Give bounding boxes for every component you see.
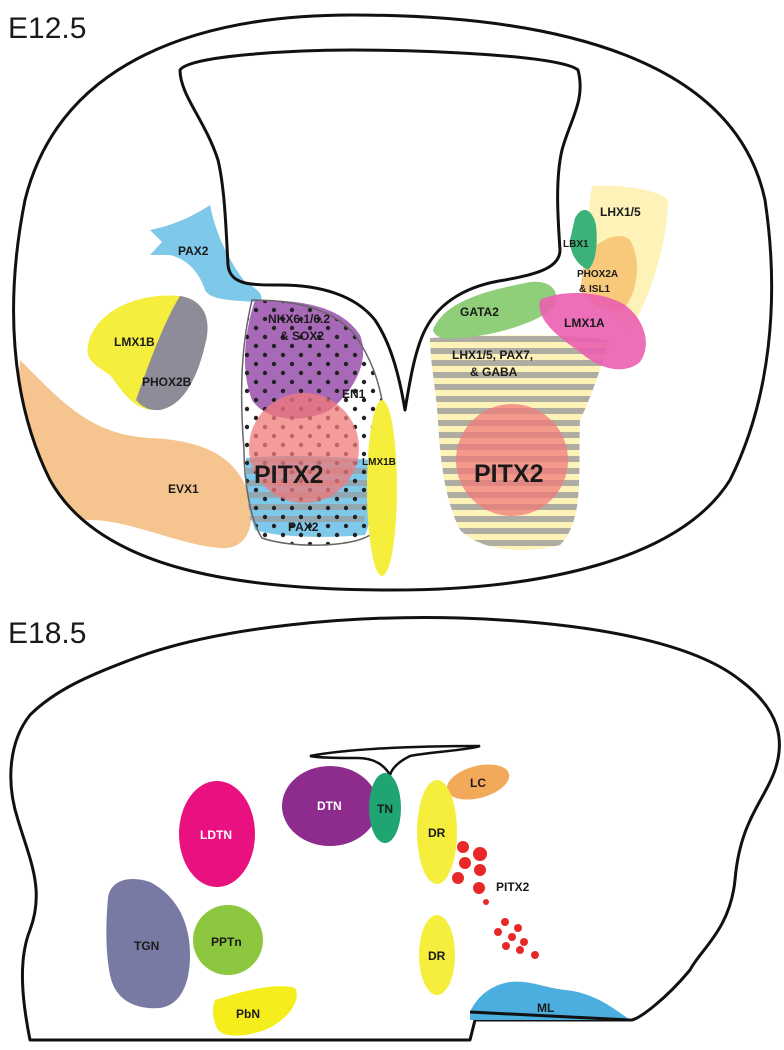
e18-panel-title: E18.5 [8,617,86,650]
label-lhx-line2: & GABA [470,365,518,379]
e12-panel-title: E12.5 [8,12,86,45]
pbn-region [213,986,297,1036]
pitx2-left-region [249,393,359,503]
aqueduct-outline [309,744,481,779]
pitx2-dot [452,872,464,884]
pitx2-dot [494,928,502,936]
e12-regions [13,185,668,576]
ml-region [470,981,630,1020]
ml-edge [469,1010,631,1022]
gata2-region [433,281,557,339]
lmx1a-region [539,293,646,370]
tgn-region [106,878,190,1009]
label-ml: ML [537,1001,554,1015]
pitx2-dot [520,938,528,946]
label-lhx15-top: LHX1/5 [600,205,641,219]
label-tgn: TGN [134,939,159,953]
pitx2-dot [474,864,486,876]
label-pptn: PPTn [211,935,242,949]
e12-labels: PAX2 LMX1B PHOX2B EVX1 NKX6.1/6.2 & SOX2… [114,205,641,534]
label-pax2-bottom: PAX2 [288,520,319,534]
label-pitx2-right: PITX2 [474,460,543,488]
label-pax2-left: PAX2 [178,244,209,258]
dr-bottom-region [419,915,455,995]
pitx2-dot [483,899,489,905]
pitx2-dot [516,946,524,954]
pitx2-dot [502,942,510,950]
label-gata2: GATA2 [460,305,499,319]
dtn-region [282,766,378,846]
pitx2-dot [531,951,539,959]
e12-ventricle-outline [178,48,582,412]
label-en1: EN1 [342,387,366,401]
label-tn: TN [377,802,393,816]
label-lmx1b-mid: LMX1B [362,457,396,468]
lc-region [446,764,510,800]
pitx2-dot [501,918,509,926]
label-lc: LC [470,776,486,790]
label-ldtn: LDTN [200,828,232,842]
e18-outer-outline [9,615,781,1042]
label-pitx2-e18: PITX2 [496,880,530,894]
label-dtn: DTN [317,799,342,813]
label-lhx-line1: LHX1/5, PAX7, [452,348,533,362]
label-lmx1a: LMX1A [564,316,605,330]
label-lbx1: LBX1 [563,239,589,250]
pitx2-right-region [456,404,568,516]
label-pbn: PbN [236,1007,260,1021]
pitx2-dot [508,933,516,941]
label-phox2b: PHOX2B [142,375,192,389]
label-dr-bottom: DR [428,949,446,963]
tn-region [369,773,401,843]
e18-panel: E18.5 [8,615,781,1042]
pitx2-dot-cluster [452,841,539,959]
pitx2-dot [459,857,471,869]
label-evx1: EVX1 [168,482,199,496]
pitx2-dot [473,882,485,894]
label-dr-top: DR [428,826,446,840]
lbx1-region [570,209,597,270]
pitx2-dot [473,847,487,861]
e12-panel: E12.5 [8,12,774,592]
lmx1b-mid-region [367,400,397,576]
label-lmx1b-left: LMX1B [114,335,155,349]
dr-top-region [417,780,457,884]
label-pitx2-left: PITX2 [254,461,323,489]
evx1-region [13,360,252,549]
pitx2-dot [457,841,469,853]
pptn-region [193,905,263,975]
label-nkx-line2: & SOX2 [280,329,324,343]
pitx2-dot [514,924,522,932]
e18-labels: DTN TN LC LDTN DR PITX2 TGN PPTn DR PbN … [134,776,554,1021]
label-phox2a-line1: PHOX2A [577,269,618,280]
phox2b-region [136,296,208,411]
label-phox2a-line2: & ISL1 [579,284,611,295]
e12-outer-outline [12,13,774,592]
ldtn-region [179,781,255,887]
label-nkx-line1: NKX6.1/6.2 [268,312,330,326]
